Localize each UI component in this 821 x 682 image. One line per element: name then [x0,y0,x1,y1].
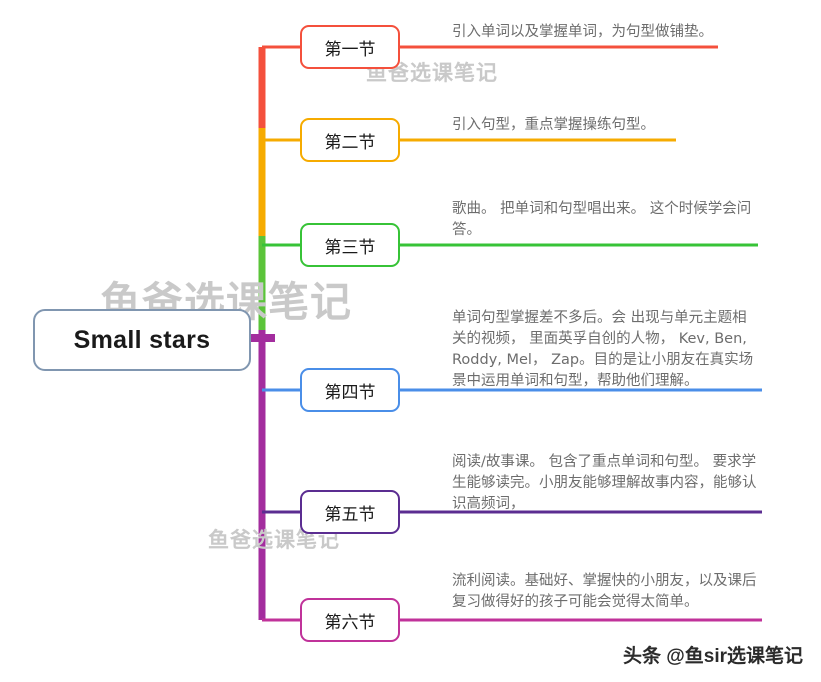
branch-node-4[interactable]: 第四节 [300,368,400,412]
branch-node-4-label: 第四节 [324,382,376,403]
branch-node-1[interactable]: 第一节 [300,25,400,69]
branch-node-2[interactable]: 第二节 [300,118,400,162]
branch-description-6: 流利阅读。基础好、掌握快的小朋友，以及课后复习做得好的孩子可能会觉得太简单。 [452,573,757,610]
branch-node-1-label: 第一节 [324,39,376,60]
branch-node-6[interactable]: 第六节 [300,598,400,642]
branch-node-6-label: 第六节 [324,612,376,633]
branch-description-4: 单词句型掌握差不多后。会 出现与单元主题相关的视频， 里面英孚自创的人物， Ke… [452,310,754,389]
branch-node-3[interactable]: 第三节 [300,223,400,267]
root-node[interactable]: Small stars [33,309,251,371]
spine-group [250,47,275,620]
branch-node-5[interactable]: 第五节 [300,490,400,534]
watermark-top: 鱼爸选课笔记 [366,62,498,85]
branch-node-2-label: 第二节 [324,132,376,153]
attribution-text: 头条 @鱼sir选课笔记 [622,646,803,667]
root-node-label: Small stars [73,325,211,354]
branch-node-3-label: 第三节 [324,237,376,258]
branch-description-3: 歌曲。 把单词和句型唱出来。 这个时候学会问答。 [452,201,752,238]
watermark-lower: 鱼爸选课笔记 [208,529,340,552]
branch-node-5-label: 第五节 [324,504,376,525]
branch-description-2: 引入句型，重点掌握操练句型。 [452,117,655,133]
branch-description-5: 阅读/故事课。 包含了重点单词和句型。 要求学生能够读完。小朋友能够理解故事内容… [452,454,757,512]
branch-description-1: 引入单词以及掌握单词，为句型做铺垫。 [452,24,713,40]
